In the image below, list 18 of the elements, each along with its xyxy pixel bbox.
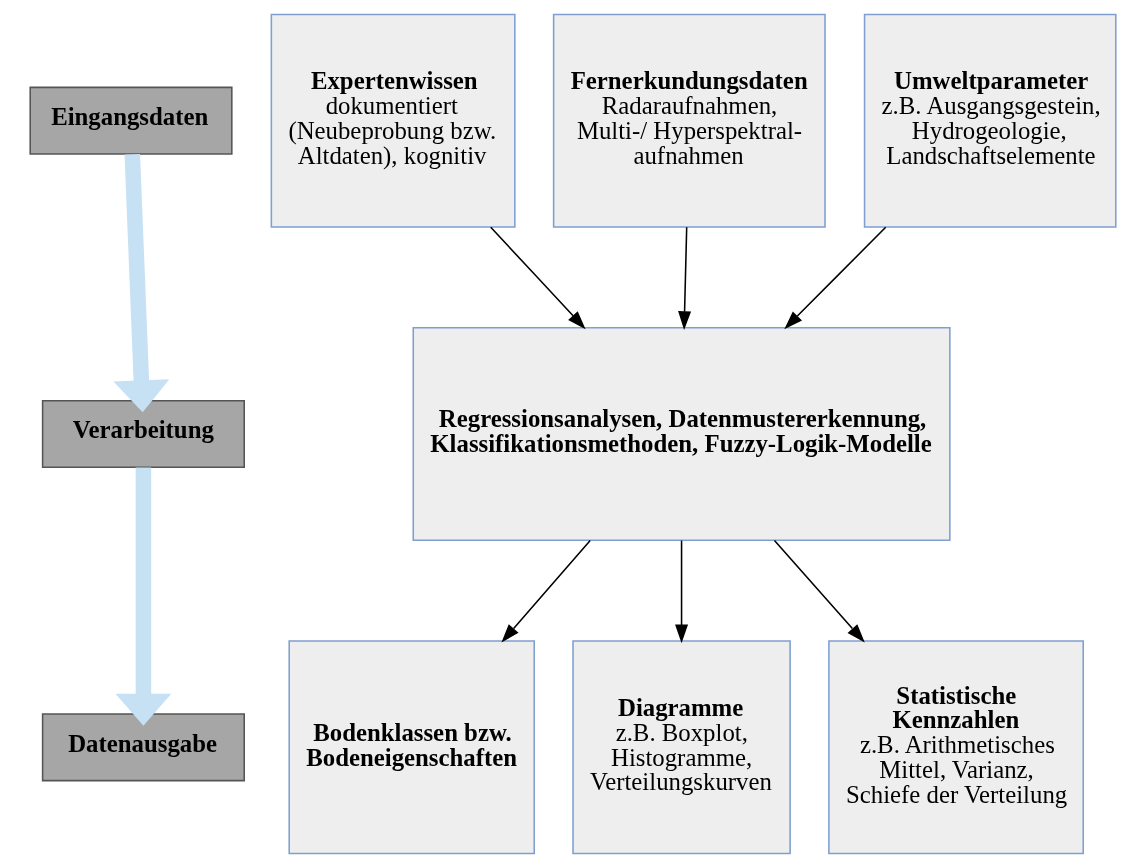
node-box: Datenausgabe <box>41 713 245 782</box>
arrow <box>783 226 886 330</box>
node-box: Fernerkundungsdaten Radaraufnahmen, Multi-/ Hyperspektral- aufnahmen <box>552 13 826 228</box>
arrow <box>500 539 591 643</box>
node-box: Expertenwissen dokumentiert (Neubeprobung bzw. Altdaten), kognitiv <box>270 13 516 228</box>
arrow <box>773 539 865 643</box>
arrow <box>489 226 586 330</box>
node-box: Eingangsdaten <box>28 86 233 155</box>
arrow <box>674 539 688 644</box>
arrow <box>114 467 171 726</box>
node-box: Verarbeitung <box>41 399 245 469</box>
node-box: Statistische Kennzahlen z.B. Arithmetisches Mittel, Varianz, Schiefe der Verteilung <box>827 640 1084 855</box>
node-box: Diagramme z.B. Boxplot, Histogramme, Verteilungskurven <box>571 640 791 855</box>
node-box: Regressionsanalysen, Datenmustererkennung, Klassifikationsmethoden, Fuzzy-Logik-Modelle <box>412 327 951 541</box>
node-box: Umweltparameter z.B. Ausgangsgestein, Hydrogeologie, Landschaftselemente <box>863 13 1117 228</box>
node-box: Bodenklassen bzw. Bodeneigenschaften <box>287 640 535 855</box>
arrow <box>677 226 691 330</box>
arrow <box>112 154 169 413</box>
